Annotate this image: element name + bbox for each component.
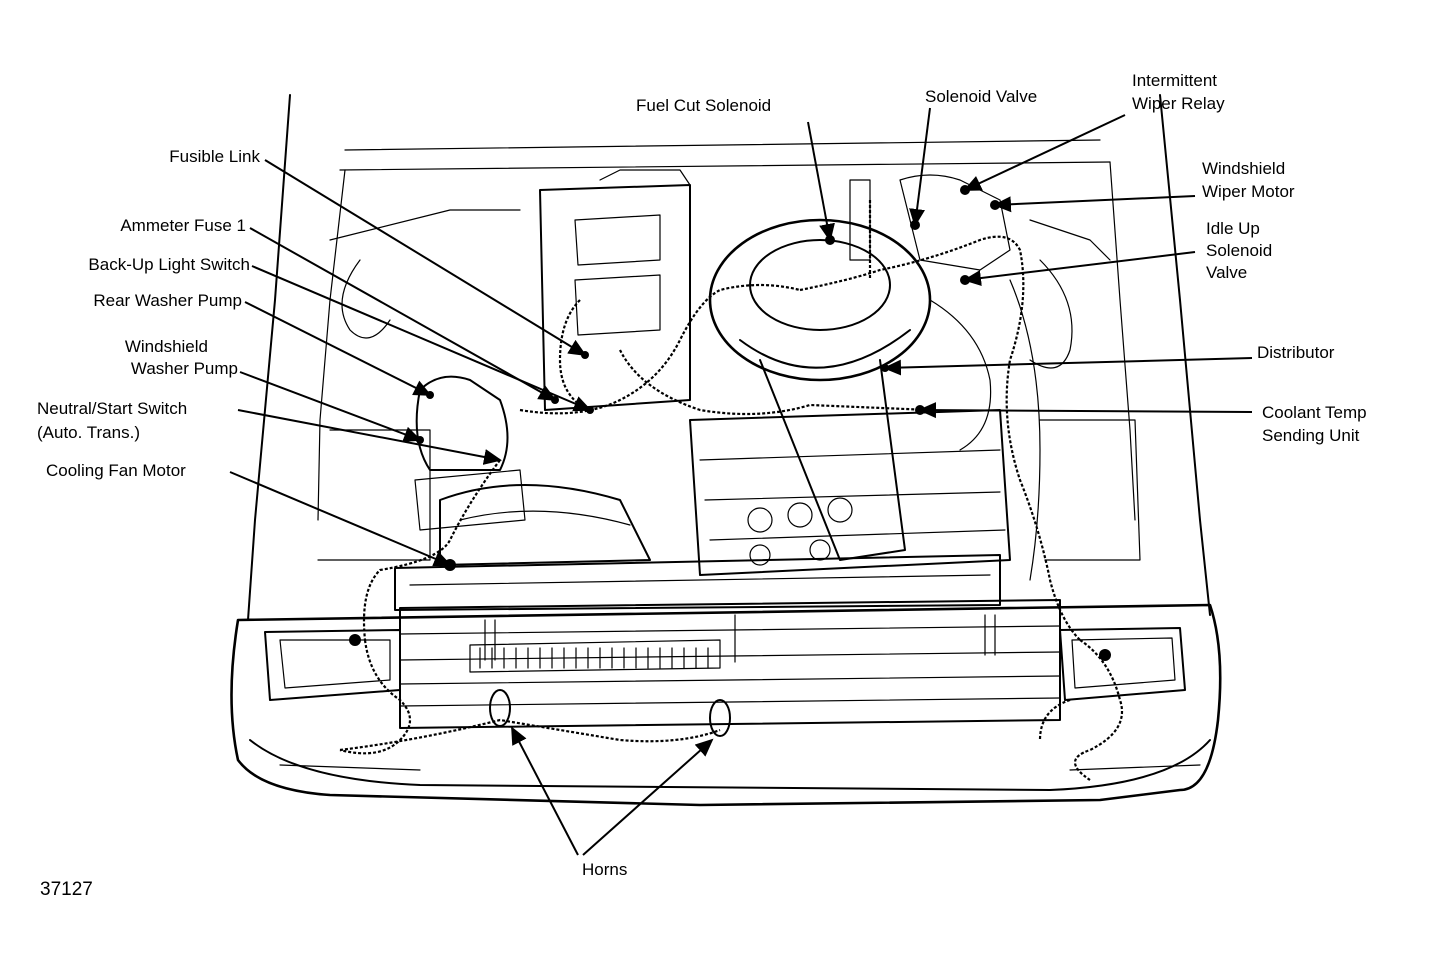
label-idle-up-1: Idle Up (1206, 219, 1260, 238)
leader-distributor (883, 357, 1253, 376)
label-neutral-start-switch-2: (Auto. Trans.) (37, 423, 140, 442)
right-horn (709, 699, 731, 737)
label-solenoid-valve: Solenoid Valve (925, 87, 1038, 106)
label-idle-up-2: Solenoid (1206, 241, 1273, 260)
right-engine-bay (899, 174, 1041, 581)
leader-cooling-fan-motor (229, 471, 452, 567)
leader-fusible-link (264, 159, 587, 357)
leader-windshield-washer-pump (239, 371, 422, 442)
figure-number: 37127 (40, 879, 93, 900)
leader-horns-left (511, 726, 579, 856)
leader-ammeter-fuse (249, 227, 557, 401)
leader-intermittent-wiper-relay (963, 114, 1126, 191)
label-coolant-temp-2: Sending Unit (1262, 426, 1360, 445)
leader-windshield-wiper-motor (993, 195, 1196, 213)
label-cooling-fan-motor: Cooling Fan Motor (46, 461, 186, 480)
leader-coolant-temp (918, 402, 1253, 419)
label-distributor: Distributor (1257, 343, 1335, 362)
grille (399, 599, 1061, 729)
leader-horns-right (582, 738, 714, 856)
label-windshield-washer-pump-2: Washer Pump (130, 359, 238, 378)
label-intermittent-wiper-relay-1: Intermittent (1132, 71, 1218, 90)
left-horn (489, 689, 511, 727)
connector-dots (349, 185, 1111, 661)
front-bumper (230, 603, 1222, 807)
label-windshield-wiper-motor-1: Windshield (1202, 159, 1286, 178)
leader-rear-washer-pump (244, 301, 432, 396)
label-coolant-temp-1: Coolant Temp (1262, 403, 1367, 422)
leader-neutral-start-switch (237, 409, 502, 465)
cooling-fan (439, 484, 651, 566)
radiator (394, 554, 1001, 611)
right-headlamp (1059, 627, 1186, 701)
leader-solenoid-valve (909, 107, 931, 227)
wiring-harness (339, 200, 1124, 781)
label-intermittent-wiper-relay-2: Wiper Relay (1132, 94, 1225, 113)
label-windshield-washer-pump-1: Windshield (124, 337, 208, 356)
label-fuel-cut-solenoid: Fuel Cut Solenoid (636, 96, 772, 115)
radiator-fins (479, 647, 709, 669)
leader-idle-up-solenoid (963, 251, 1196, 287)
label-horns: Horns (582, 860, 628, 879)
label-windshield-wiper-motor-2: Wiper Motor (1202, 182, 1295, 201)
leader-lines (229, 107, 1253, 856)
label-rear-washer-pump: Rear Washer Pump (93, 291, 242, 310)
label-idle-up-3: Valve (1206, 263, 1248, 282)
air-cleaner (708, 179, 932, 561)
label-fusible-link: Fusible Link (169, 147, 260, 166)
left-headlamp (264, 629, 401, 701)
label-ammeter-fuse: Ammeter Fuse 1 (120, 216, 246, 235)
leader-backup-light-switch (251, 265, 592, 412)
label-neutral-start-switch-1: Neutral/Start Switch (37, 399, 188, 418)
label-backup-light-switch: Back-Up Light Switch (88, 255, 250, 274)
engine-block (689, 409, 1011, 576)
leader-fuel-cut-solenoid (807, 121, 835, 242)
battery-area (539, 169, 691, 411)
